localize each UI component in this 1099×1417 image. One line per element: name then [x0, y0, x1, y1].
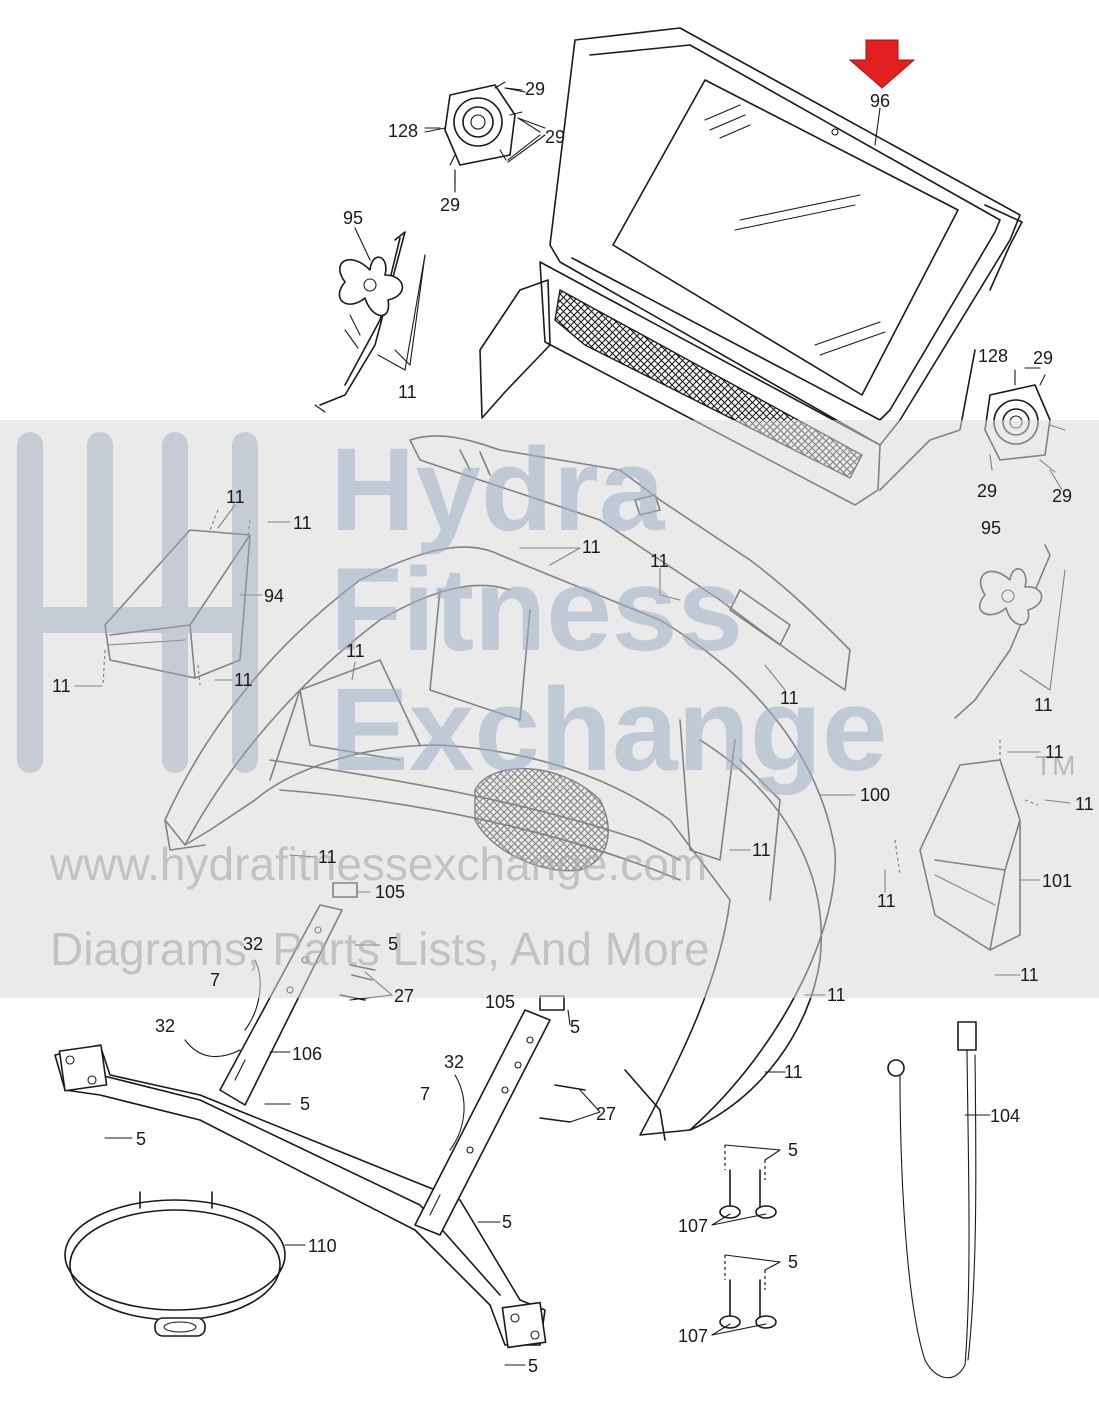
callout-11: 11: [318, 847, 337, 867]
callout-11: 11: [1075, 794, 1094, 814]
callout-5: 5: [136, 1129, 146, 1149]
callout-128: 128: [978, 346, 1008, 366]
callout-106: 106: [292, 1044, 322, 1064]
callout-5: 5: [388, 934, 398, 954]
callout-95: 95: [343, 208, 363, 228]
callout-11: 11: [752, 840, 771, 860]
watermark: Hydra Fitness Exchange TM www.hydrafitne…: [0, 420, 1099, 998]
callout-5: 5: [788, 1140, 798, 1160]
watermark-brand-line-1: Hydra: [330, 424, 666, 556]
callout-11: 11: [1045, 742, 1064, 762]
callout-29: 29: [525, 79, 545, 99]
callout-110: 110: [308, 1236, 337, 1256]
callout-29: 29: [545, 127, 565, 147]
callout-94: 94: [264, 586, 284, 606]
watermark-brand-line-2: Fitness: [330, 544, 743, 676]
speaker-128-left: [424, 81, 546, 186]
watermark-tagline: Diagrams, Parts Lists, And More: [50, 923, 710, 975]
highlight-arrow-icon: [848, 39, 916, 89]
bolts-27-right: [539, 1084, 586, 1123]
callout-11: 11: [52, 676, 71, 696]
callout-29: 29: [977, 481, 997, 501]
callout-11: 11: [234, 670, 253, 690]
callout-107: 107: [678, 1326, 708, 1346]
isolators-107-top: [719, 1145, 777, 1219]
callout-11: 11: [827, 985, 846, 1005]
callout-104: 104: [990, 1106, 1020, 1126]
callout-11: 11: [346, 641, 365, 661]
callout-11: 11: [650, 551, 669, 571]
callout-11: 11: [293, 513, 312, 533]
callout-5: 5: [788, 1252, 798, 1272]
callout-128: 128: [388, 121, 418, 141]
callout-32: 32: [243, 934, 263, 954]
isolators-107-bottom: [719, 1255, 777, 1329]
callout-11: 11: [877, 891, 896, 911]
callout-5: 5: [502, 1212, 512, 1232]
upright-bracket-right: [414, 1009, 551, 1236]
callout-labels: 96 29 128 29 29 95 11 128 29 29 29 11 11…: [52, 79, 1094, 1376]
callout-101: 101: [1042, 871, 1072, 891]
callout-11: 11: [784, 1062, 803, 1082]
callout-95: 95: [981, 518, 1001, 538]
callout-32: 32: [155, 1016, 175, 1036]
callout-32: 32: [444, 1052, 464, 1072]
callout-7: 7: [210, 970, 220, 990]
callout-100: 100: [860, 785, 890, 805]
callout-29: 29: [1052, 486, 1072, 506]
callout-29: 29: [1033, 348, 1053, 368]
callout-11: 11: [582, 537, 601, 557]
callout-11: 11: [398, 382, 417, 402]
callout-5: 5: [570, 1017, 580, 1037]
callout-29: 29: [440, 195, 460, 215]
clip-105-right: [539, 995, 565, 1011]
watermark-trademark: TM: [1035, 750, 1075, 781]
callout-11: 11: [1034, 695, 1053, 715]
callout-11: 11: [1020, 965, 1039, 985]
callout-105: 105: [375, 882, 405, 902]
callout-96: 96: [870, 91, 890, 111]
callout-105: 105: [485, 992, 515, 1012]
callout-5: 5: [300, 1094, 310, 1114]
safety-key-cord-104: [887, 1021, 977, 1379]
fan-95-left: [314, 231, 426, 413]
callout-11: 11: [226, 487, 245, 507]
chest-strap-110: [64, 1191, 286, 1337]
callout-107: 107: [678, 1216, 708, 1236]
callout-11: 11: [780, 688, 799, 708]
callout-27: 27: [394, 986, 414, 1006]
watermark-brand-line-3: Exchange: [330, 664, 887, 796]
callout-27: 27: [596, 1104, 616, 1124]
upright-crossbar: [54, 1044, 547, 1349]
callout-5: 5: [528, 1356, 538, 1376]
watermark-url: www.hydrafitnessexchange.com: [49, 838, 707, 890]
wire-32-right: [449, 1074, 465, 1151]
callout-7: 7: [420, 1084, 430, 1104]
